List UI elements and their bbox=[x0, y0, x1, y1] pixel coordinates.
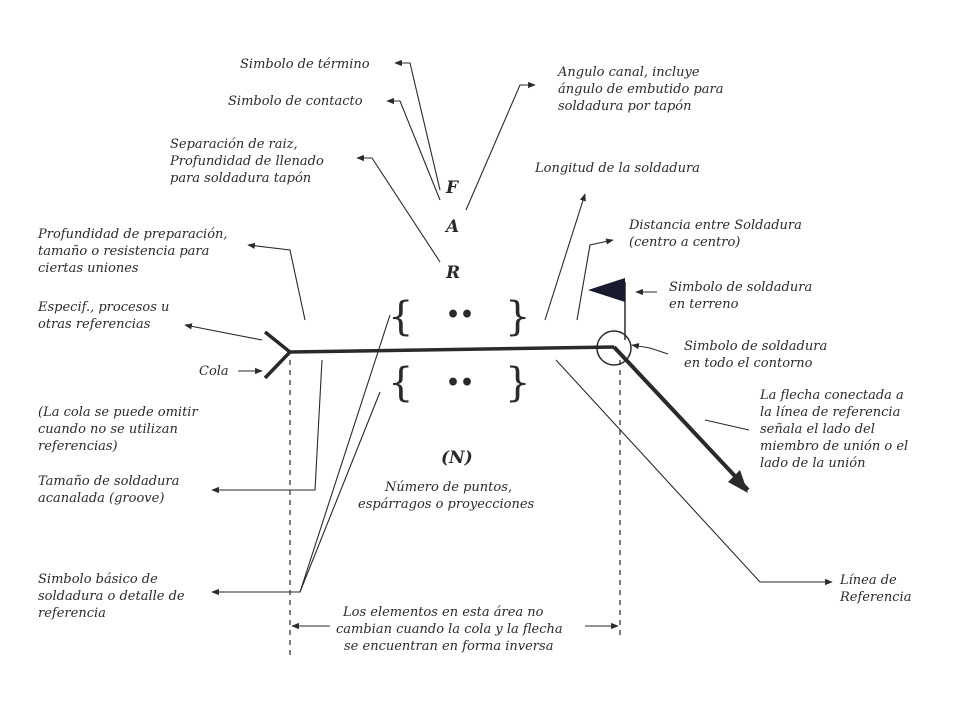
label-line: ángulo de embutido para bbox=[558, 82, 724, 97]
label-linea-ref: Línea de Referencia bbox=[839, 573, 911, 605]
label-line: espárragos o proyecciones bbox=[358, 497, 535, 512]
leader-distancia bbox=[576, 238, 614, 321]
label-line: Línea de bbox=[839, 573, 897, 588]
reference-line bbox=[289, 345, 615, 354]
label-cola: Cola bbox=[199, 364, 229, 379]
tail bbox=[263, 330, 293, 380]
label-line: Especif., procesos u bbox=[37, 300, 169, 315]
leader-tamano bbox=[211, 359, 323, 494]
label-line: Los elementos en esta área no bbox=[342, 605, 544, 620]
label-distancia: Distancia entre Soldadura (centro a cent… bbox=[628, 218, 802, 250]
label-line: para soldadura tapón bbox=[170, 171, 311, 186]
brace-close-bottom: } bbox=[505, 360, 530, 406]
leader-termino bbox=[394, 59, 441, 191]
label-line: Simbolo de soldadura bbox=[669, 280, 812, 295]
leader-contacto bbox=[386, 97, 441, 201]
label-line: ciertas uniones bbox=[38, 261, 139, 276]
label-line: señala el lado del bbox=[760, 422, 875, 437]
label-line: en terreno bbox=[669, 297, 739, 312]
label-line: Profundidad de preparación, bbox=[37, 227, 228, 242]
label-line: Número de puntos, bbox=[384, 480, 512, 495]
leader-angulo bbox=[465, 81, 536, 211]
label-flecha: La flecha conectada a la línea de refere… bbox=[759, 388, 908, 471]
weld-arrow bbox=[612, 345, 750, 492]
label-line: (centro a centro) bbox=[629, 235, 740, 250]
brace-open-bottom: { bbox=[388, 360, 413, 406]
label-tamano: Tamaño de soldadura acanalada (groove) bbox=[38, 474, 179, 506]
label-numero: Número de puntos, espárragos o proyeccio… bbox=[358, 480, 535, 512]
weld-arrow-head bbox=[728, 470, 748, 493]
field-weld-flag-icon bbox=[588, 278, 625, 302]
label-line: Distancia entre Soldadura bbox=[628, 218, 802, 233]
symbol-f: F bbox=[445, 178, 460, 198]
leader-flecha bbox=[704, 419, 750, 431]
label-line: cuando no se utilizan bbox=[38, 422, 178, 437]
symbol-n: (N) bbox=[441, 448, 473, 468]
label-line: Separación de raiz, bbox=[170, 137, 298, 152]
label-line: se encuentran en forma inversa bbox=[344, 639, 553, 654]
brace-close-top: } bbox=[505, 294, 530, 340]
label-line: miembro de unión o el bbox=[760, 439, 908, 454]
label-line: referencias) bbox=[38, 439, 118, 454]
leader-especif bbox=[184, 323, 263, 341]
label-contorno: Simbolo de soldadura en todo el contorno bbox=[684, 339, 827, 371]
label-separacion: Separación de raiz, Profundidad de llena… bbox=[169, 137, 324, 186]
leader-separacion bbox=[356, 154, 441, 263]
label-line: Angulo canal, incluye bbox=[557, 65, 700, 80]
label-line: La flecha conectada a bbox=[759, 388, 904, 403]
symbol-r: R bbox=[445, 263, 460, 283]
all-around-circle bbox=[596, 330, 632, 366]
label-simbolo-termino: Simbolo de término bbox=[240, 57, 370, 72]
label-line: Referencia bbox=[839, 590, 911, 605]
leader-basico-2 bbox=[299, 391, 381, 593]
brace-open-top: { bbox=[388, 294, 413, 340]
label-line: Tamaño de soldadura bbox=[38, 474, 179, 489]
label-line: Simbolo básico de bbox=[38, 572, 158, 587]
label-line: cambian cuando la cola y la flecha bbox=[336, 622, 563, 637]
label-basico: Simbolo básico de soldadura o detalle de… bbox=[38, 572, 185, 621]
label-especif: Especif., procesos u otras referencias bbox=[37, 300, 169, 332]
label-simbolo-contacto: Simbolo de contacto bbox=[228, 94, 363, 109]
dots-bottom: •• bbox=[446, 370, 474, 396]
label-terreno: Simbolo de soldadura en terreno bbox=[669, 280, 812, 312]
leader-longitud bbox=[544, 193, 586, 321]
label-line: la línea de referencia bbox=[760, 405, 900, 420]
label-line: Simbolo de soldadura bbox=[684, 339, 827, 354]
label-line: Profundidad de llenado bbox=[169, 154, 324, 169]
label-line: acanalada (groove) bbox=[38, 491, 164, 506]
label-area: Los elementos en esta área no cambian cu… bbox=[336, 605, 563, 654]
leader-linea-ref bbox=[555, 359, 833, 586]
label-longitud: Longitud de la soldadura bbox=[534, 161, 700, 176]
label-line: referencia bbox=[38, 606, 106, 621]
label-profundidad: Profundidad de preparación, tamaño o res… bbox=[37, 227, 228, 276]
label-line: soldadura o detalle de bbox=[38, 589, 185, 604]
leader-lines bbox=[184, 59, 833, 630]
label-line: soldadura por tapón bbox=[558, 99, 692, 114]
label-line: lado de la unión bbox=[760, 456, 865, 471]
leader-profundidad bbox=[247, 242, 306, 321]
label-line: en todo el contorno bbox=[684, 356, 813, 371]
label-cola-omitir: (La cola se puede omitir cuando no se ut… bbox=[38, 405, 198, 454]
symbol-a: A bbox=[444, 217, 459, 237]
label-line: (La cola se puede omitir bbox=[38, 405, 198, 420]
leader-basico-1 bbox=[211, 314, 391, 596]
dots-top: •• bbox=[446, 302, 474, 328]
label-line: otras referencias bbox=[38, 317, 151, 332]
leader-contorno bbox=[631, 343, 669, 355]
label-line: tamaño o resistencia para bbox=[38, 244, 209, 259]
label-angulo: Angulo canal, incluye ángulo de embutido… bbox=[557, 65, 724, 114]
